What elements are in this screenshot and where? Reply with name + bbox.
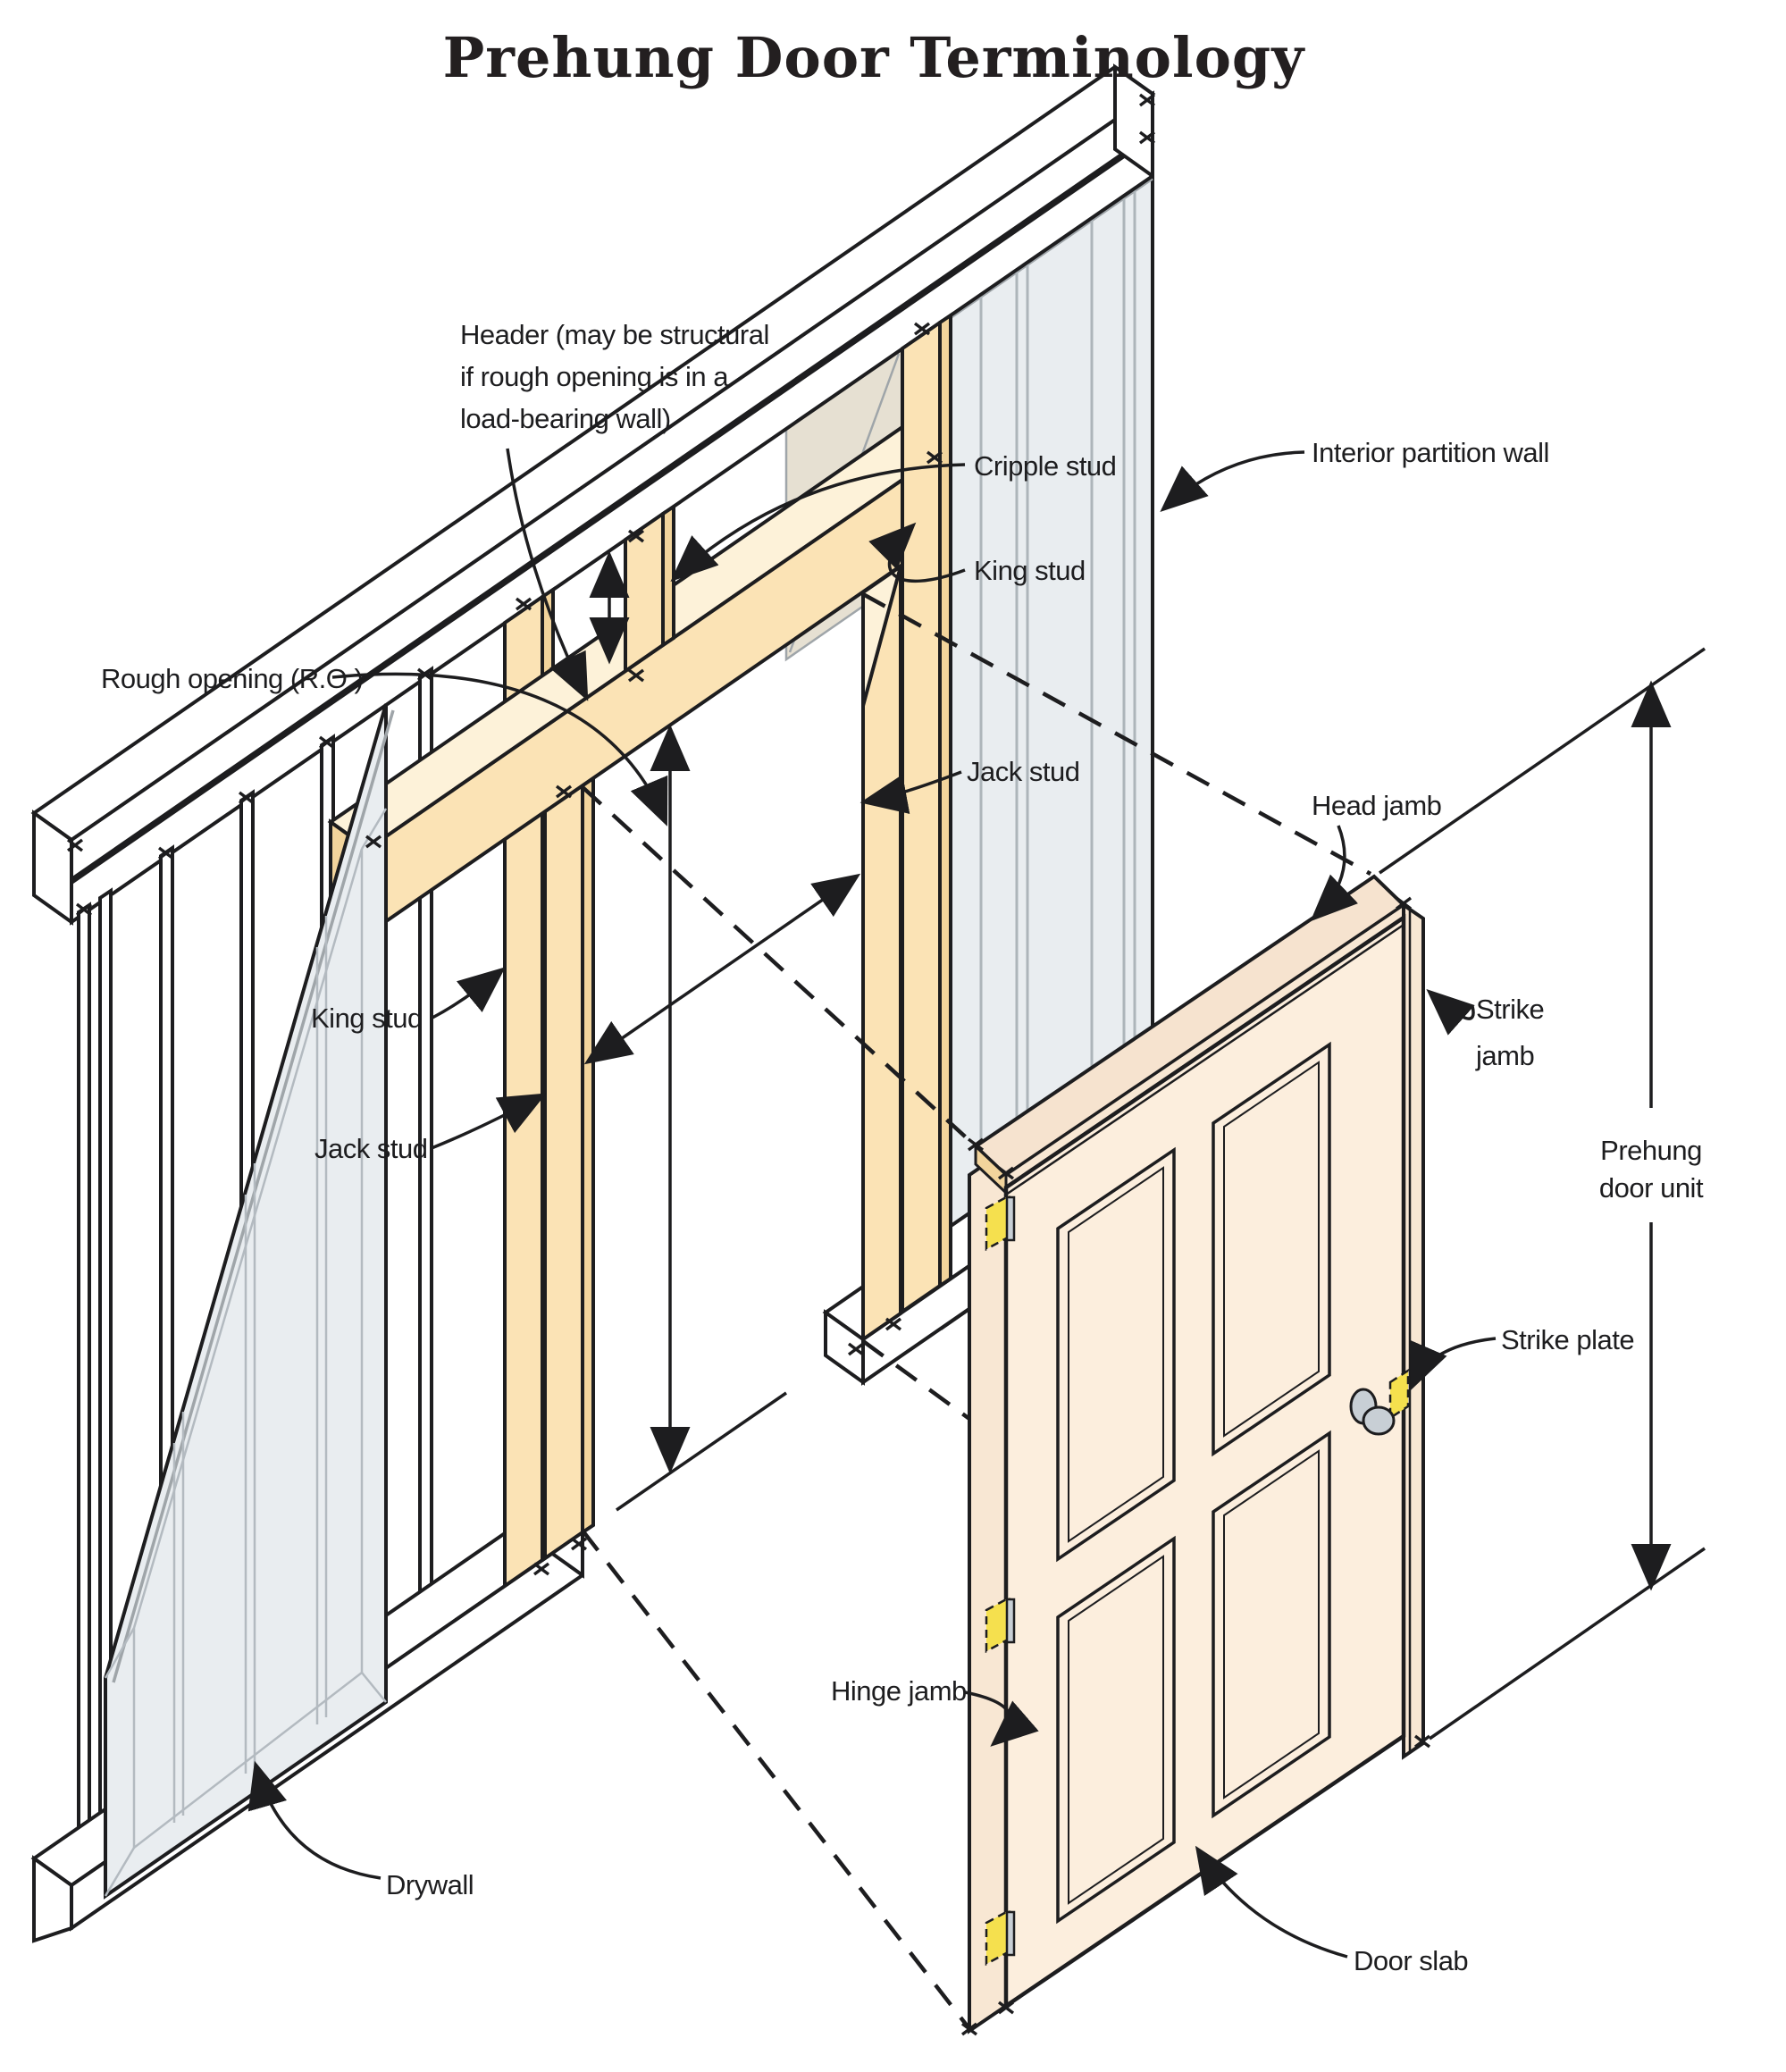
label-king-stud-left: King stud [311, 1002, 423, 1034]
door-knob [1349, 1388, 1396, 1436]
label-strike-plate: Strike plate [1501, 1324, 1634, 1355]
label-strike-jamb-line1: Strike [1476, 994, 1544, 1025]
label-prehung-line1: Prehung [1600, 1135, 1702, 1166]
jack-stud-left-board [543, 782, 584, 1562]
label-king-stud-right: King stud [974, 555, 1086, 586]
cripple-stud-board [624, 510, 665, 675]
leader-head-jamb [1310, 825, 1359, 922]
rough-opening-dimensions [583, 550, 861, 1512]
leader-arrows [247, 448, 1497, 1959]
leader-rough-opening [331, 672, 668, 826]
king-stud-right-board [901, 319, 942, 1315]
hinge-top [985, 1193, 1016, 1252]
hinge-bottom [985, 1908, 1016, 1967]
leader-king-stud-right [868, 522, 966, 583]
label-head-jamb: Head jamb [1312, 790, 1441, 821]
leader-jack-stud-left [431, 1093, 547, 1150]
ro-floor-extension [616, 1391, 787, 1512]
leader-drywall [247, 1760, 382, 1880]
door-panels [1056, 1041, 1331, 1925]
leader-hinge-jamb [964, 1690, 1039, 1747]
label-hinge-jamb: Hinge jamb [831, 1675, 967, 1707]
label-prehung-line2: door unit [1599, 1172, 1704, 1204]
leader-strike-jamb [1426, 989, 1475, 1036]
hinge-jamb-board [968, 1146, 1008, 2034]
label-jack-stud-right: Jack stud [967, 756, 1079, 787]
leader-jack-stud-right [859, 770, 962, 814]
leader-cripple-stud [670, 463, 966, 583]
label-header-line2: if rough opening is in a [460, 361, 729, 392]
jack-stud-left-side [581, 775, 595, 1536]
leader-interior-partition-wall [1160, 450, 1305, 512]
leader-header [506, 448, 589, 701]
top-plate-left-end [32, 810, 73, 926]
label-header-line1: Header (may be structural [460, 319, 769, 350]
page-title: Prehung Door Terminology [443, 25, 1306, 90]
door-hinges [985, 1193, 1016, 1967]
strike-plate-part [1388, 1368, 1410, 1421]
label-rough-opening: Rough opening (R.O.) [101, 663, 363, 694]
diagram-labels: Prehung Door Terminology Header (may be … [101, 25, 1704, 1976]
leader-king-stud-left [432, 967, 506, 1019]
king-stud-right-side [938, 312, 952, 1289]
strike-jamb-board [1402, 902, 1425, 1760]
leader-strike-plate [1410, 1337, 1497, 1391]
label-strike-jamb-line2: jamb [1475, 1040, 1534, 1071]
label-cripple-stud: Cripple stud [974, 450, 1116, 482]
ro-width-dimension [583, 873, 861, 1065]
label-header-line3: load-bearing wall) [460, 403, 671, 434]
label-interior-partition-wall: Interior partition wall [1312, 437, 1549, 468]
top-plate-right-end [1113, 63, 1154, 180]
label-drywall: Drywall [386, 1869, 474, 1900]
leader-door-slab [1195, 1845, 1348, 1959]
prehung-unit-dimension [1379, 647, 1706, 1741]
prehung-door-unit [968, 874, 1425, 2034]
cripple-stud-side [661, 503, 675, 649]
drywall-panel-left [104, 703, 395, 1900]
label-jack-stud-left: Jack stud [314, 1133, 427, 1164]
hinge-middle [985, 1595, 1016, 1654]
label-door-slab: Door slab [1354, 1945, 1468, 1976]
wall-framing [30, 63, 1156, 1943]
